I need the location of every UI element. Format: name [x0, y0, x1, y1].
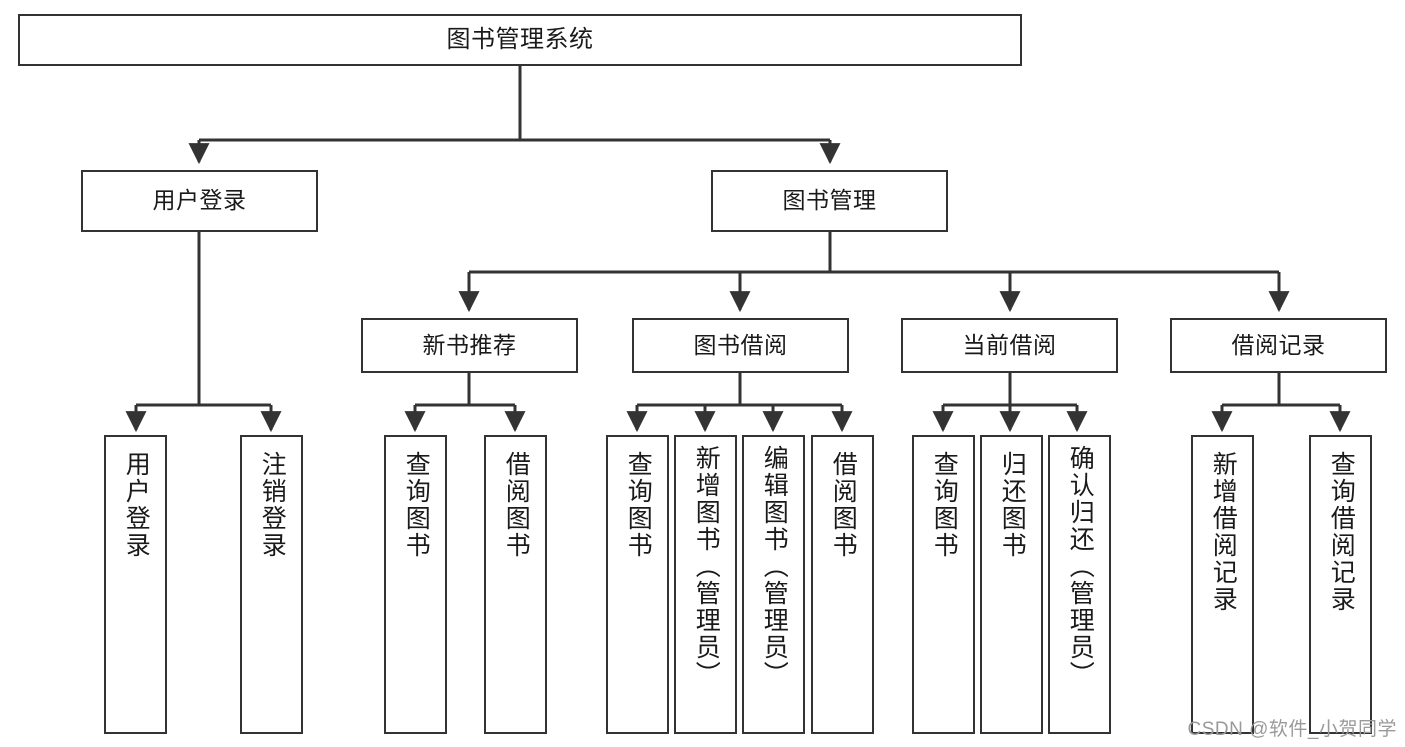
node-leaf-edit-book-label: 编辑图书（管理员）	[760, 445, 789, 688]
node-leaf-logout[interactable]: 注销登录	[240, 435, 303, 734]
node-leaf-add-book-label: 新增图书（管理员）	[692, 445, 721, 688]
node-leaf-return-book[interactable]: 归还图书	[980, 435, 1043, 734]
node-leaf-query-book-2-label: 查询图书	[624, 451, 653, 559]
node-leaf-add-record-label: 新增借阅记录	[1209, 451, 1238, 613]
node-book-manage[interactable]: 图书管理	[711, 170, 948, 232]
node-leaf-query-book-1[interactable]: 查询图书	[384, 435, 447, 734]
node-leaf-return-book-label: 归还图书	[998, 451, 1027, 559]
node-current-borrow[interactable]: 当前借阅	[901, 318, 1118, 373]
node-leaf-query-book-3-label: 查询图书	[930, 451, 959, 559]
node-leaf-borrow-book-1-label: 借阅图书	[502, 451, 531, 559]
node-leaf-query-book-1-label: 查询图书	[402, 451, 431, 559]
node-leaf-borrow-book-2[interactable]: 借阅图书	[811, 435, 874, 734]
node-current-borrow-label: 当前借阅	[962, 331, 1057, 358]
csdn-watermark: CSDN @软件_小贺同学	[1187, 719, 1397, 740]
node-leaf-add-book[interactable]: 新增图书（管理员）	[674, 435, 737, 734]
node-leaf-add-record[interactable]: 新增借阅记录	[1191, 435, 1254, 734]
node-leaf-edit-book[interactable]: 编辑图书（管理员）	[742, 435, 805, 734]
node-leaf-logout-label: 注销登录	[258, 451, 287, 559]
node-leaf-query-record[interactable]: 查询借阅记录	[1309, 435, 1372, 734]
node-leaf-user-login[interactable]: 用户登录	[104, 435, 167, 734]
node-leaf-confirm-return-label: 确认归还（管理员）	[1066, 445, 1095, 688]
node-user-login-label: 用户登录	[152, 187, 247, 214]
node-borrow-record[interactable]: 借阅记录	[1170, 318, 1387, 373]
node-leaf-query-book-3[interactable]: 查询图书	[912, 435, 975, 734]
node-new-book-rec[interactable]: 新书推荐	[361, 318, 578, 373]
node-leaf-query-book-2[interactable]: 查询图书	[606, 435, 669, 734]
node-book-manage-label: 图书管理	[782, 187, 877, 214]
node-root-label: 图书管理系统	[446, 25, 594, 53]
node-root[interactable]: 图书管理系统	[18, 14, 1022, 66]
node-new-book-rec-label: 新书推荐	[422, 331, 517, 358]
node-leaf-confirm-return[interactable]: 确认归还（管理员）	[1048, 435, 1111, 734]
node-user-login[interactable]: 用户登录	[81, 170, 318, 232]
node-leaf-borrow-book-2-label: 借阅图书	[829, 451, 858, 559]
node-leaf-query-record-label: 查询借阅记录	[1327, 451, 1356, 613]
node-book-borrow[interactable]: 图书借阅	[632, 318, 849, 373]
node-book-borrow-label: 图书借阅	[693, 331, 788, 358]
node-borrow-record-label: 借阅记录	[1231, 331, 1326, 358]
node-leaf-borrow-book-1[interactable]: 借阅图书	[484, 435, 547, 734]
node-leaf-user-login-label: 用户登录	[122, 451, 151, 559]
